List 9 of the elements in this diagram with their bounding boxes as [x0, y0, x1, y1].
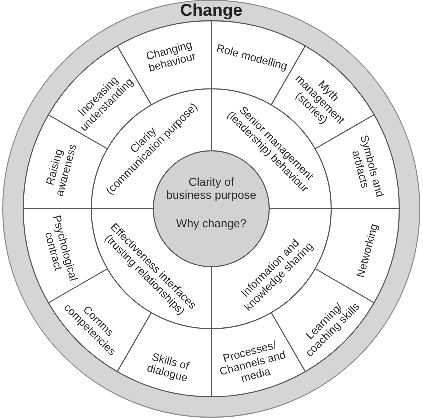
segment-label: Raising awareness [43, 142, 80, 198]
center-label: Why change? [176, 218, 247, 232]
segment-label: Skills of dialogue [146, 351, 192, 386]
ring-title: Change [180, 2, 243, 20]
segment-label: Changing behaviour [144, 40, 198, 76]
center-label: Clarity of business purpose [166, 177, 257, 203]
segment-label: Symbols and artifacts [348, 134, 386, 200]
ring-segment [314, 208, 401, 304]
ring-segment [210, 311, 307, 398]
